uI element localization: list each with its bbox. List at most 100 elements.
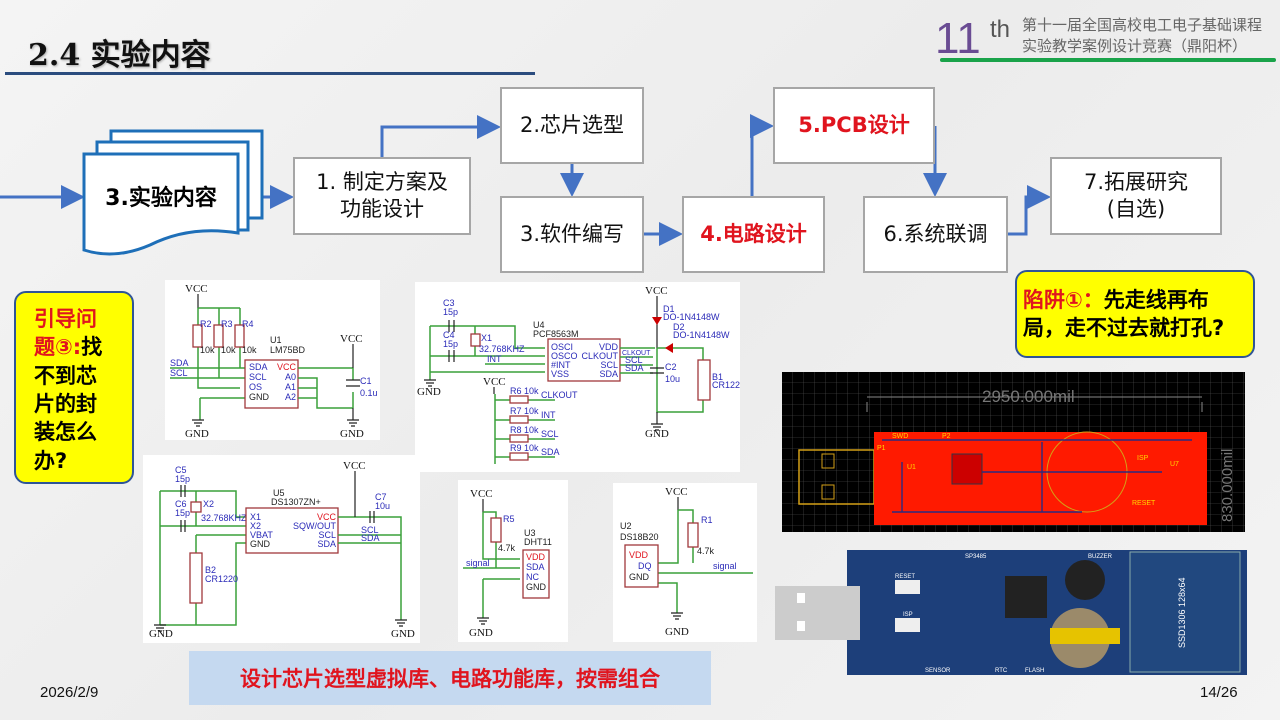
schematic-label: R5 — [503, 514, 515, 524]
schematic-label: 15p — [443, 307, 458, 317]
logo-line2: 实验教学案例设计竞赛（鼎阳杯） — [1022, 37, 1248, 55]
schematic-label: U1 — [270, 335, 282, 345]
schematic-label: X1 — [250, 512, 261, 522]
schematic-label: SCL — [541, 429, 559, 439]
schematic-label: GND — [665, 626, 689, 638]
schematic-label: R4 — [242, 319, 254, 329]
schematic-label: U7 — [1170, 461, 1179, 468]
callout-lead: 引导问题③: — [34, 307, 97, 360]
summary-banner: 设计芯片选型虚拟库、电路功能库，按需组合 — [189, 651, 711, 705]
schematic-label: SDA — [170, 358, 189, 368]
page-title: 2.4 实验内容 — [28, 38, 211, 73]
flow-connectors — [0, 114, 1051, 256]
schematic-label: GND — [391, 628, 415, 640]
schematic-label: VCC — [277, 362, 297, 372]
guide-question-callout: 引导问题③:找不到芯片的封装怎么办? — [14, 291, 134, 484]
schematic-label: R7 — [510, 406, 522, 416]
slide-date: 2026/2/9 — [40, 684, 99, 701]
schematic-label: 15p — [175, 474, 190, 484]
schematic-label: GND — [249, 392, 270, 402]
schematic-label: 4.7k — [498, 543, 516, 553]
schematic-label: P1 — [877, 445, 886, 452]
schematic-label: GND — [149, 628, 173, 640]
schematic-label: C4 — [443, 330, 455, 340]
schematic-label: BUZZER — [1088, 554, 1113, 560]
schematic-label: SCL — [249, 372, 267, 382]
schematic-label: RTC — [995, 668, 1008, 674]
logo-underline — [940, 58, 1276, 62]
schematic-label: X2 — [203, 499, 214, 509]
schematic-label: DO-1N4148W — [663, 312, 720, 322]
schematic-label: R6 — [510, 386, 522, 396]
schematic-label: U2 — [620, 521, 632, 531]
schematic-label: GND — [645, 428, 669, 440]
schematic-label: 0.1u — [360, 388, 378, 398]
step-5-box: 5.PCB设计 — [773, 87, 935, 164]
schematic-label: FLASH — [1025, 668, 1044, 674]
schematic-label: ISP — [903, 612, 913, 618]
schematic-label: 10u — [375, 501, 390, 511]
schematic-label: 10k — [200, 345, 215, 355]
doc-label: 3.实验内容 — [105, 186, 217, 211]
schematic-label: RESET — [1132, 500, 1156, 507]
schematic-label: VCC — [645, 285, 668, 297]
schematic-label: DHT11 — [524, 537, 552, 547]
step-3-box: 3.软件编写 — [500, 196, 644, 273]
schematic-label: CR1220 — [205, 574, 238, 584]
schematic-label: CR1220 — [712, 380, 740, 390]
schematic-label: C1 — [360, 376, 372, 386]
step-7-box: 7.拓展研究 (自选) — [1050, 157, 1222, 235]
schematic-label: RESET — [895, 574, 915, 580]
schematic-label: GND — [526, 582, 547, 592]
schematic-label: SDA — [541, 447, 560, 457]
schematic-label: GND — [250, 539, 271, 549]
schematic-label: 10k — [221, 345, 236, 355]
schematic-label: GND — [417, 386, 441, 398]
schematic-label: 32.768KHZ — [479, 344, 525, 354]
schematic-label: VCC — [470, 488, 493, 500]
schematic-label: DS1307ZN+ — [271, 497, 321, 507]
schematic-label: SDA — [599, 369, 618, 379]
pitfall-callout: 陷阱①：先走线再布局，走不过去就打孔? — [1015, 270, 1255, 358]
logo-suffix: th — [990, 16, 1011, 43]
schematic-label: OSCO — [551, 351, 578, 361]
schematic-label: A2 — [285, 392, 296, 402]
schematic-label: 15p — [175, 508, 190, 518]
schematic-label: A0 — [285, 372, 296, 382]
schematic-label: 15p — [443, 339, 458, 349]
schematic-label: GND — [340, 428, 364, 440]
step-6-box: 6.系统联调 — [863, 196, 1008, 273]
schematic-label: R8 — [510, 425, 522, 435]
title-underline — [5, 72, 535, 75]
schematic-label: B2 — [205, 565, 216, 575]
schematic-label: VDD — [599, 342, 619, 352]
schematic-label: 10u — [665, 374, 680, 384]
schematic-label: U4 — [533, 320, 545, 330]
schematic-label: NC — [526, 572, 539, 582]
schematic-label: R3 — [221, 319, 233, 329]
schematic-label: VCC — [343, 460, 366, 472]
schematic-label: 10k — [242, 345, 257, 355]
schematic-label: C7 — [375, 492, 387, 502]
slide-number: 14/26 — [1200, 684, 1238, 701]
schematic-label: LM75BD — [270, 345, 306, 355]
schematic-label: GND — [469, 627, 493, 639]
schematic-label: U3 — [524, 528, 536, 538]
schematic-label: OS — [249, 382, 262, 392]
schematic-label: SDA — [526, 562, 545, 572]
schematic-label: PCF8563M — [533, 329, 579, 339]
schematic-label: #INT — [551, 360, 571, 370]
schematic-label: R9 — [510, 443, 522, 453]
doc-stack-icon — [82, 129, 264, 256]
schematic-label: SDA — [625, 363, 644, 373]
pcb-width-dimension: 2950.000mil — [982, 387, 1075, 406]
schematic-label: VBAT — [250, 530, 273, 540]
step-2-box: 2.芯片选型 — [500, 87, 644, 164]
schematic-label: SDA — [317, 539, 336, 549]
schematic-label: VDD — [526, 552, 546, 562]
schematic-label: U5 — [273, 488, 285, 498]
schematic-label: CLKOUT — [622, 350, 651, 357]
